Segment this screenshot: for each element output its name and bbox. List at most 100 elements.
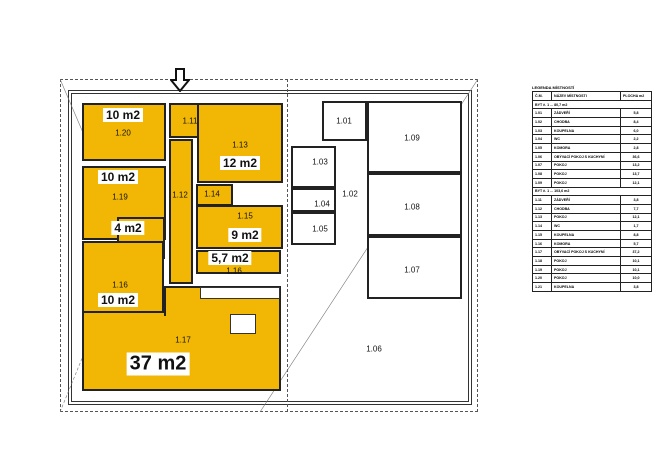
room-1-01 [322,101,367,141]
legend-cell: 1.14 [532,221,552,231]
legend-cell: 1.13 [532,212,552,223]
legend-cell: WC [551,134,621,145]
legend-cell: ZÁDVEŘÍ [551,195,621,205]
room-number: 1.19 [112,192,128,202]
room-1-07 [367,236,462,299]
area-label: 10 m2 [97,293,139,307]
legend-cell: OBÝVACÍ POKOJ S KUCHYNÍ [551,151,621,162]
room-number: 1.13 [232,140,248,150]
legend-cell: 3,8 [620,282,652,292]
down-arrow-icon [170,68,190,92]
legend-cell: 12,1 [620,212,652,223]
room-number: 1.07 [404,265,420,275]
legend-cell: KOMORA [551,238,621,249]
legend-cell: 37,2 [620,247,652,258]
room-1-04 [291,188,336,212]
legend-cell: 1.09 [532,177,552,188]
legend-cell: POKOJ [551,273,621,284]
room-1-05 [291,212,336,245]
legend-cell: 1.01 [532,108,552,119]
room-1-15 [196,205,283,249]
legend-cell: 5,8 [620,108,652,119]
legend-cell: POKOJ [551,169,621,179]
legend-cell: 3,8 [620,195,652,205]
area-label: 10 m2 [97,170,139,184]
legend-header: NÁZEV MÍSTNOSTI [551,91,621,101]
area-label: 37 m2 [126,352,190,376]
legend-cell: KOUPELNA [551,230,621,240]
legend-cell: KOUPELNA [551,282,621,292]
legend-cell: CHODBA [551,203,621,214]
legend-header: Č.M. [532,91,552,101]
kitchen-counter [200,287,280,299]
legend-cell: POKOJ [551,212,621,223]
legend-cell: 1.03 [532,125,552,136]
legend-cell: 6,0 [620,125,652,136]
legend-cell: 12,1 [620,177,652,188]
legend-cell: POKOJ [551,264,621,275]
room-1-12 [169,139,193,284]
legend-cell: 1,7 [620,221,652,231]
legend-cell: 1.17 [532,247,552,258]
legend-cell: 1.20 [532,273,552,284]
legend-group-row: BYT č. 1 ... 80,7 m2 [532,99,652,110]
room-number: 1.20 [115,128,131,138]
legend-title: LEGENDA MÍSTNOSTÍ [532,85,575,90]
legend-cell: 1.12 [532,203,552,214]
legend-group-row: BYT č. 1 ... 103,6 m2 [532,186,652,197]
legend-cell: 1.16 [532,238,552,249]
room-number: 1.15 [237,211,253,221]
legend-cell: 10,1 [620,264,652,275]
legend-cell: KOUPELNA [551,125,621,136]
room-number: 1.01 [336,116,352,126]
legend-cell: 1.11 [532,195,552,205]
room-number: 1.12 [172,190,188,200]
legend-cell: OBÝVACÍ POKOJ S KUCHYNÍ [551,247,621,258]
room-number: 1.16 [226,266,242,276]
room-number: 1.06 [366,344,382,354]
legend-cell: 1.08 [532,169,552,179]
legend-cell: 8,8 [620,230,652,240]
legend-cell: KOMORA [551,143,621,153]
legend-header: PLOCHA m2 [620,91,652,101]
kitchen-island [230,314,256,334]
legend-cell: ZÁDVEŘÍ [551,108,621,119]
legend-cell: POKOJ [551,177,621,188]
outer-boundary [60,79,478,412]
legend-cell: 1.04 [532,134,552,145]
room-number: 1.09 [404,133,420,143]
legend-cell: 1.07 [532,160,552,171]
room-1-03 [291,146,336,188]
area-label: 10 m2 [102,108,144,122]
legend-cell: 8,4 [620,117,652,127]
legend-cell: 13,2 [620,160,652,171]
unit-divider [287,79,288,412]
legend-cell: 36,6 [620,151,652,162]
legend-cell: 1.19 [532,264,552,275]
area-label: 4 m2 [111,221,145,235]
legend-cell: CHODBA [551,117,621,127]
room-number: 1.08 [404,202,420,212]
legend-cell: 1.18 [532,256,552,266]
legend-cell: 1.02 [532,117,552,127]
area-label: 9 m2 [228,228,262,242]
legend-cell: 1.15 [532,230,552,240]
room-number: 1.03 [312,157,328,167]
room-number: 1.17 [175,335,191,345]
